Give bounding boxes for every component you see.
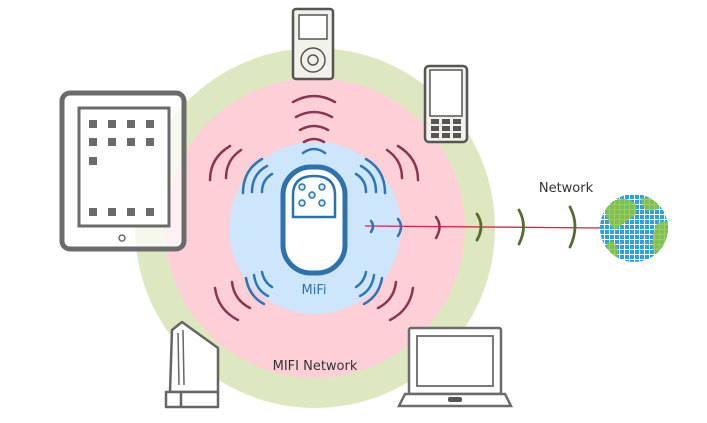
tablet-icon <box>59 90 187 252</box>
music-player-icon <box>291 7 335 81</box>
mifi-device-icon <box>280 164 348 276</box>
game-console-icon <box>164 320 220 409</box>
laptop-icon <box>396 326 514 408</box>
mobile-phone-icon <box>423 64 469 144</box>
mifi-network-label: MIFI Network <box>273 359 358 374</box>
network-link-line <box>364 225 605 229</box>
inner-wifi-waves-icon <box>241 147 403 306</box>
mifi-device-label: MiFi <box>302 283 327 298</box>
globe-icon <box>600 194 668 262</box>
outer-wifi-waves-icon <box>208 94 441 322</box>
internet-network-label: Network <box>539 181 594 196</box>
network-waves-icon <box>475 205 577 249</box>
